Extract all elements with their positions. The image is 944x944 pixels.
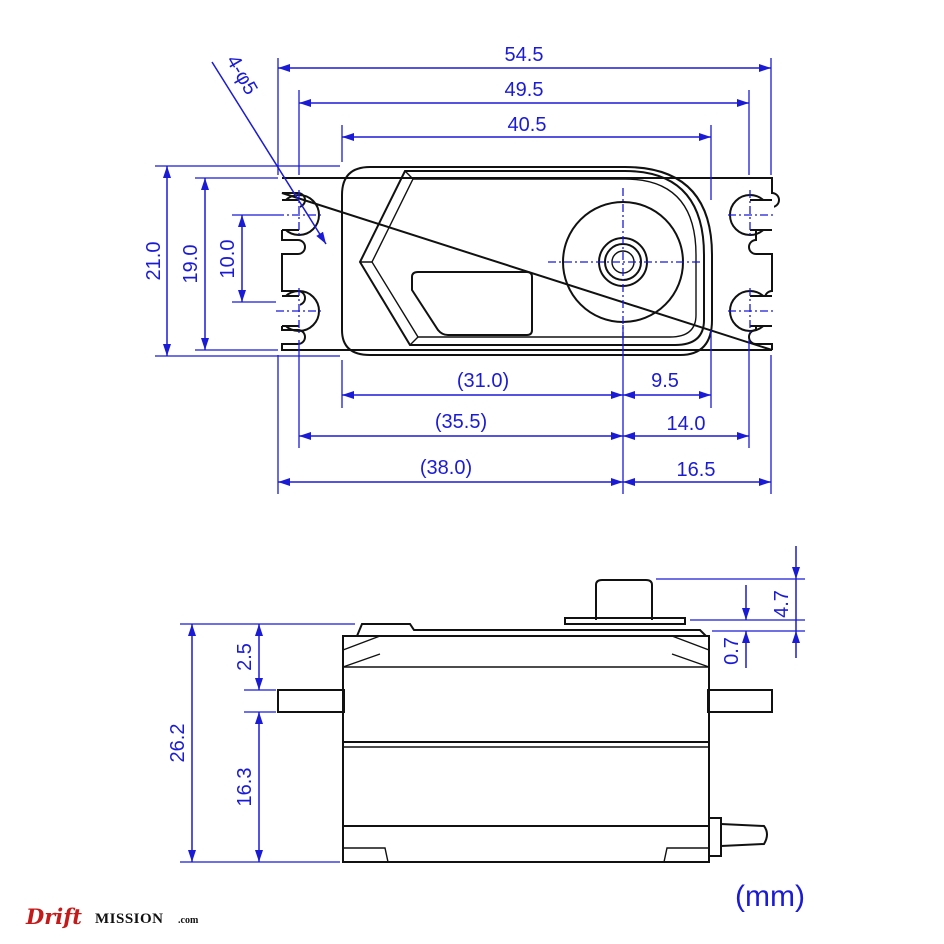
dim-hole-pitch: 49.5 [505,79,544,101]
side-view: 26.2 2.5 16.3 4.7 0.7 [167,546,805,863]
middle-case [342,741,710,827]
dim-hole-to-output: (35.5) [435,411,487,433]
unit-label: (mm) [735,880,805,913]
dim-top-to-tab: 2.5 [234,643,256,671]
drift-mission-logo: Drift MISSION .com [25,904,199,929]
dim-output-to-body-end: 9.5 [651,370,679,392]
output-spline [595,579,653,620]
case-lid [358,170,705,346]
dim-tab-to-bottom: 16.3 [234,768,256,807]
top-cover [355,623,709,637]
mounting-flange [281,177,780,351]
dim-body-height: 19.0 [180,245,202,284]
mounting-tab-right [707,689,773,713]
upper-case [342,635,710,743]
output-boss [564,617,686,625]
dim-total-height: 26.2 [167,724,189,763]
label-window [411,271,533,336]
dim-output-to-hole: 14.0 [667,413,706,435]
dim-width-overall: 54.5 [505,44,544,66]
dim-hole-spacing: 10.0 [217,240,239,279]
dim-output-to-end: 16.5 [677,459,716,481]
hole-leader-line [211,61,327,245]
dim-spline-height: 4.7 [771,590,793,618]
bottom-case [342,825,710,863]
mounting-tab-left [277,689,345,713]
dim-body-to-output: (31.0) [457,370,509,392]
dim-body-width: 40.5 [508,114,547,136]
dim-boss-height: 0.7 [721,637,743,665]
servo-case [341,166,713,356]
logo-mission: MISSION [95,911,164,927]
cable-grommet [708,817,722,857]
dim-end-to-output: (38.0) [420,457,472,479]
logo-drift: Drift [25,904,82,929]
dim-height-overall: 21.0 [143,242,165,281]
hole-callout: 4-φ5 [222,52,262,99]
top-view: 54.5 49.5 40.5 (31.0) 9.5 (35.5) 14.0 (3… [143,44,780,494]
logo-dotcom: .com [178,915,199,926]
cable [720,823,768,847]
